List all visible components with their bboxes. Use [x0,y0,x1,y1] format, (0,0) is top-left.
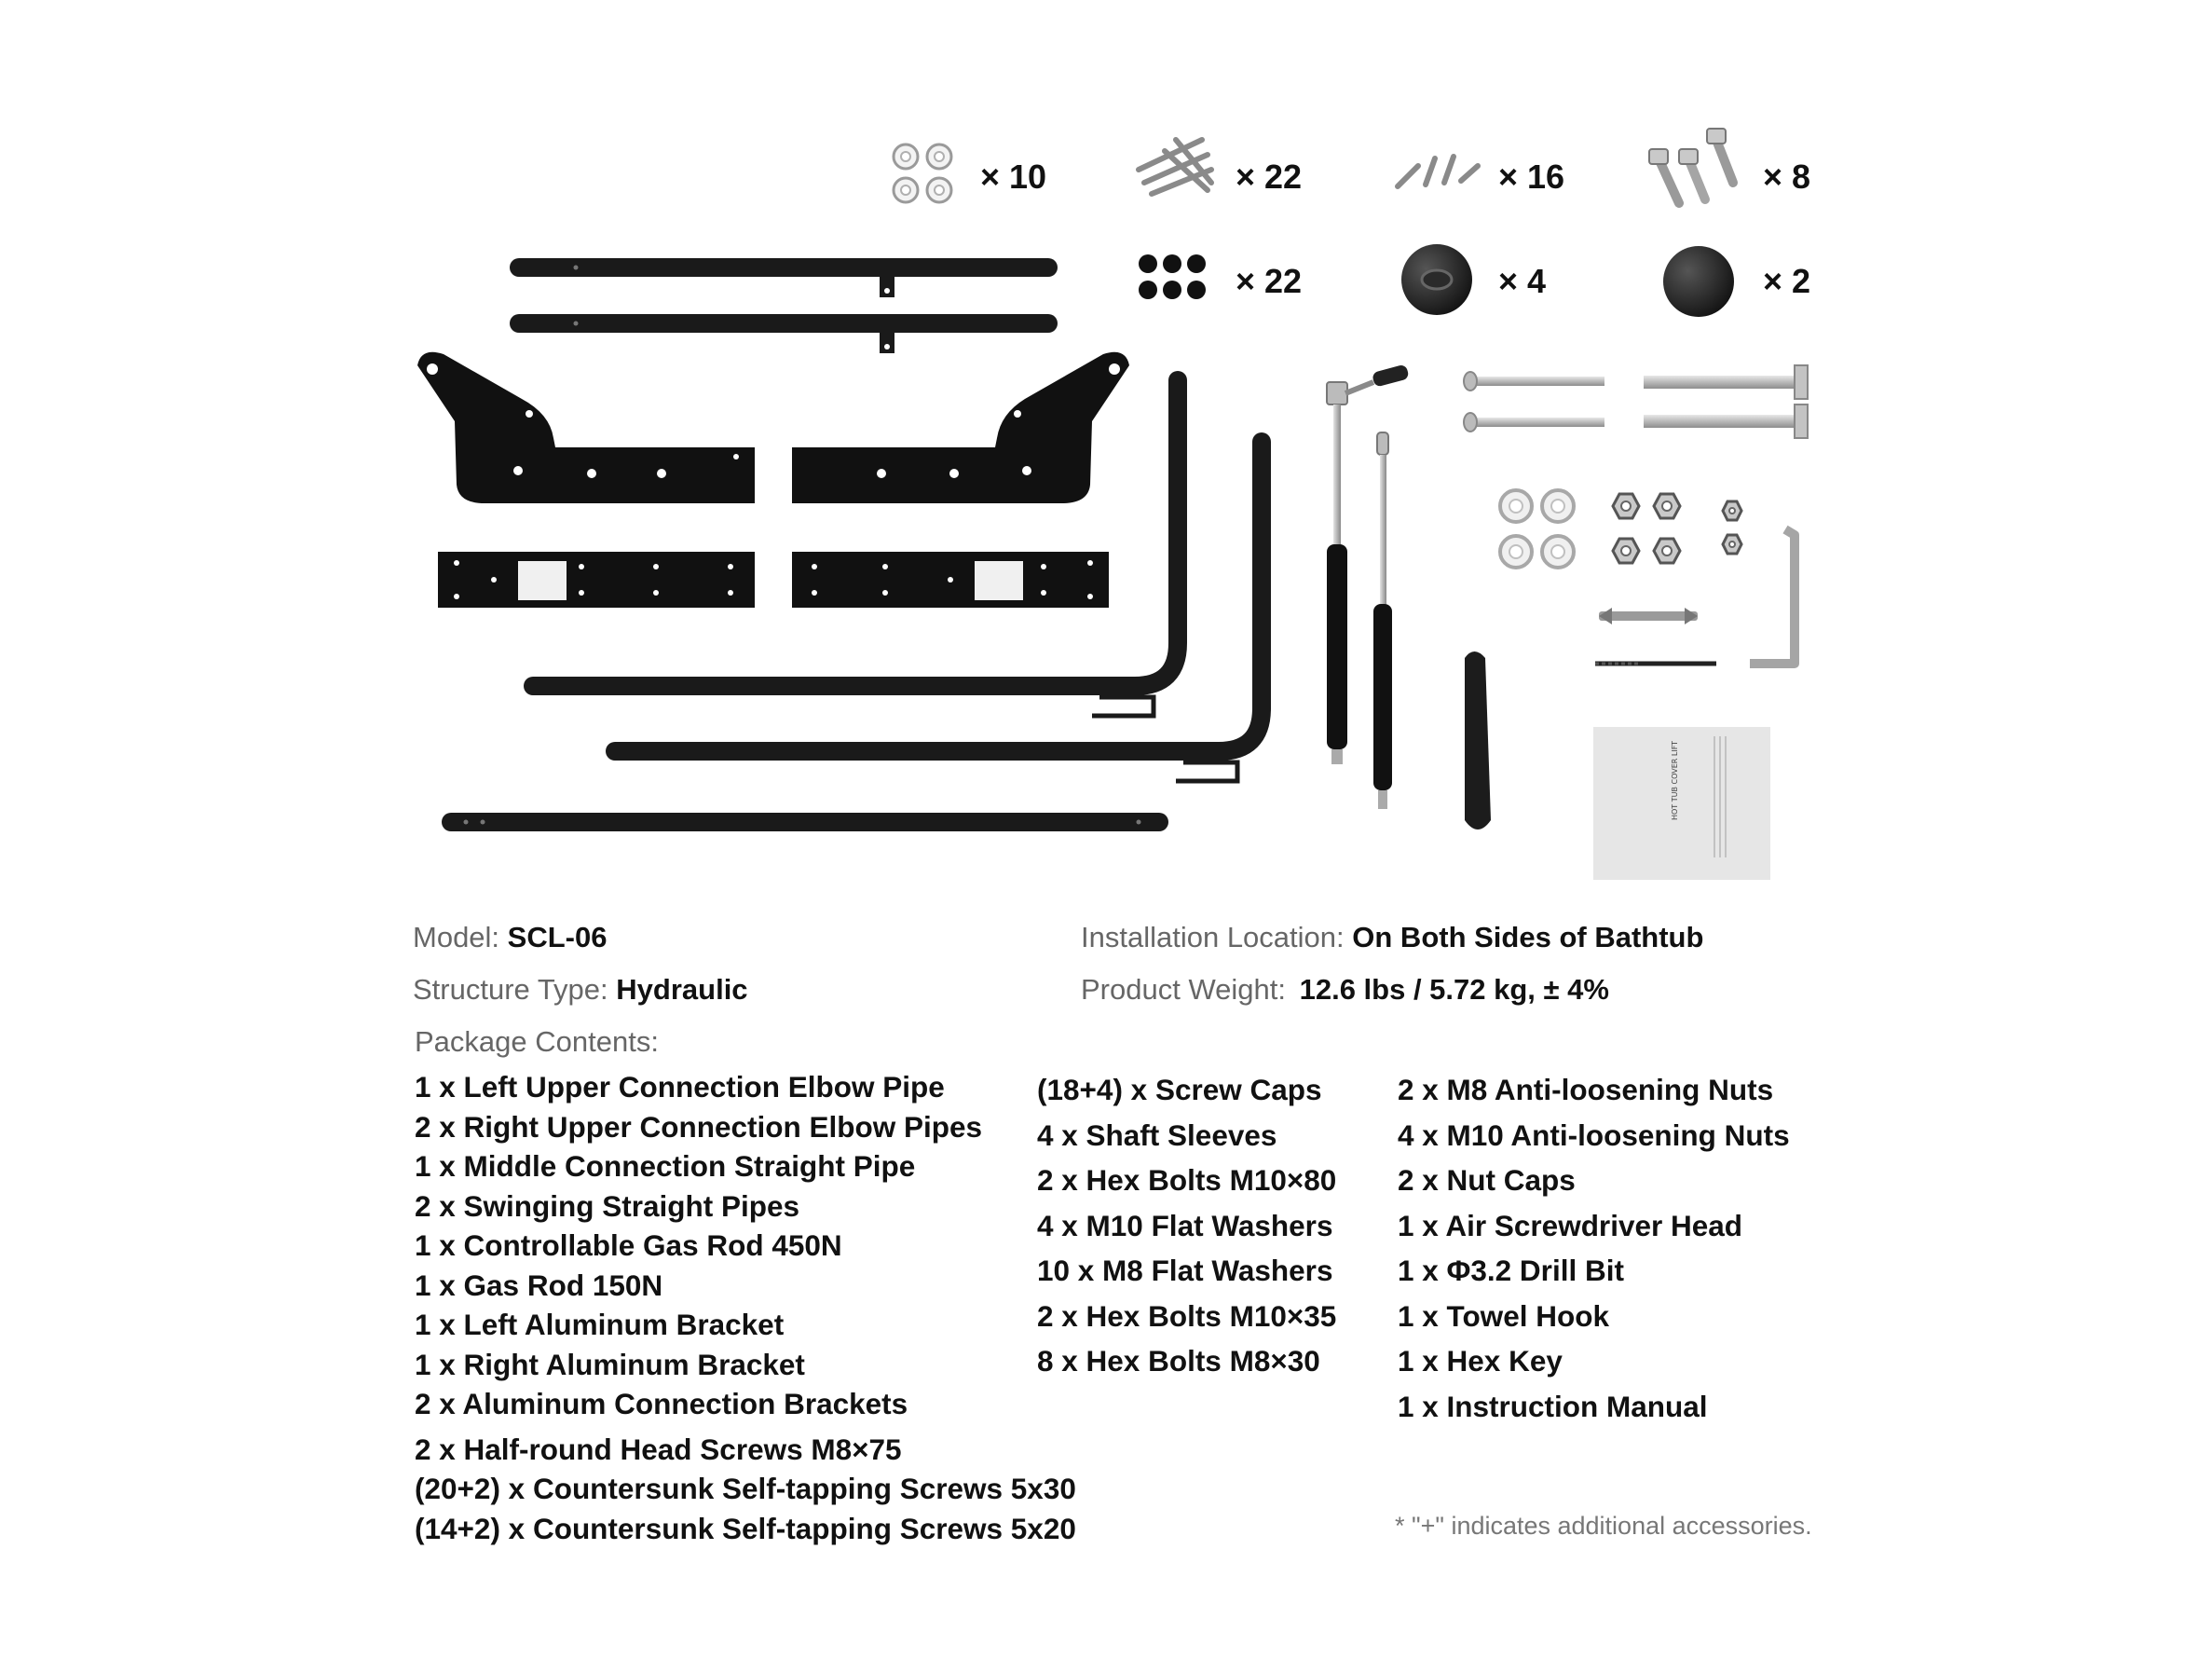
package-item: 10 x M8 Flat Washers [1037,1254,1333,1287]
package-item: 2 x Hex Bolts M10×80 [1037,1163,1337,1197]
package-item: (18+4) x Screw Caps [1037,1073,1322,1106]
package-item: 1 x Gas Rod 150N [415,1268,663,1302]
product-weight-value: 12.6 lbs / 5.72 kg, ± 4% [1299,973,1609,1006]
package-item: 1 x Instruction Manual [1398,1389,1708,1423]
instruction-manual-icon: HOT TUB COVER LIFT [1593,727,1770,880]
package-item: 1 x Right Aluminum Bracket [415,1347,805,1381]
long-screws-icon [1136,137,1214,197]
qty-label-nut-caps: × 2 [1763,262,1810,300]
qty-label-hex-bolts: × 8 [1763,158,1810,196]
qty-label-shaft-sleeves: × 4 [1498,262,1546,300]
package-item: 4 x Shaft Sleeves [1037,1117,1277,1152]
qty-label-screw-caps: × 22 [1236,262,1302,300]
model-value: SCL-06 [507,921,608,953]
package-item: 1 x Φ3.2 Drill Bit [1398,1254,1624,1287]
package-contents-heading: Package Contents: [415,1025,659,1058]
hex-bolts-icon [1654,135,1738,208]
package-item: 4 x M10 Flat Washers [1037,1208,1333,1242]
installation-location-value: On Both Sides of Bathtub [1352,921,1704,953]
package-item: 2 x Swinging Straight Pipes [415,1188,800,1223]
package-item: 1 x Middle Connection Straight Pipe [415,1149,916,1183]
structure-type-label: Structure Type: [413,973,608,1006]
model-spec: Model: SCL-06 [413,921,607,954]
left-aluminum-bracket-icon [417,351,755,503]
half-round-head-screws-icon [1463,371,1604,432]
installation-location-label: Installation Location: [1081,921,1345,953]
qty-label-screws-short: × 16 [1498,158,1564,196]
package-item: 2 x Hex Bolts M10×35 [1037,1298,1337,1333]
screwdriver-head-icon [1599,608,1698,624]
package-item: 1 x Hex Key [1398,1344,1563,1378]
middle-straight-pipe-icon [442,813,1168,831]
model-label: Model: [413,921,500,953]
screw-caps-icon [1139,254,1206,299]
package-item: 2 x Aluminum Connection Brackets [415,1387,908,1420]
swinging-straight-pipes-icon [510,258,1058,353]
structure-type-value: Hydraulic [616,973,748,1006]
package-item: 1 x Left Upper Connection Elbow Pipe [415,1070,945,1104]
hex-key-icon [1750,525,1799,668]
package-item: 2 x Half-round Head Screws M8×75 [415,1432,902,1466]
elbow-pipes-icon [524,371,1271,761]
package-contents-column-3: 2 x M8 Anti-loosening Nuts 4 x M10 Anti-l… [1398,1067,1790,1429]
flat-washers-icon [1498,488,1576,569]
product-weight-label: Product Weight: [1081,973,1286,1006]
package-contents-column-2: (18+4) x Screw Caps 4 x Shaft Sleeves 2 x … [1037,1067,1336,1384]
package-item: 1 x Left Aluminum Bracket [415,1308,785,1341]
parts-illustration: × 10 × 22 × 16 × 8 × 22 × 4 × 2 [417,128,1810,880]
anti-loosening-nuts-icon [1611,492,1743,565]
qty-label-washers-small: × 10 [980,158,1046,196]
long-hex-bolts-icon [1644,364,1809,439]
footnote: * "+" indicates additional accessories. [1395,1512,1812,1540]
package-item: (20+2) x Countersunk Self-tapping Screws… [415,1472,1076,1505]
product-weight-spec: Product Weight: 12.6 lbs / 5.72 kg, ± 4% [1081,973,1609,1007]
right-aluminum-bracket-icon [792,351,1129,503]
gas-rods-icon [1326,365,1409,809]
package-item: 8 x Hex Bolts M8×30 [1037,1344,1320,1378]
package-item: 1 x Controllable Gas Rod 450N [415,1228,842,1262]
manual-cover-text: HOT TUB COVER LIFT [1671,741,1679,820]
package-item: 4 x M10 Anti-loosening Nuts [1398,1117,1790,1152]
shaft-sleeve-icon [1401,244,1472,315]
package-item: 2 x Nut Caps [1398,1163,1576,1197]
package-contents-column-1: 1 x Left Upper Connection Elbow Pipe 2 x … [415,1067,1076,1548]
structure-type-spec: Structure Type: Hydraulic [413,973,748,1007]
qty-label-screws-long: × 22 [1236,158,1302,196]
nut-cap-icon [1663,246,1734,317]
package-item: 1 x Towel Hook [1398,1298,1609,1333]
aluminum-connection-brackets-icon [438,552,1109,608]
package-item: (14+2) x Countersunk Self-tapping Screws… [415,1511,1076,1545]
short-screws-icon [1395,154,1481,189]
package-item: 2 x M8 Anti-loosening Nuts [1398,1073,1774,1106]
small-washers-icon [892,143,953,204]
towel-hook-icon [1465,651,1491,830]
package-item: 1 x Air Screwdriver Head [1398,1208,1743,1242]
installation-location-spec: Installation Location: On Both Sides of … [1081,921,1703,954]
package-item: 2 x Right Upper Connection Elbow Pipes [415,1109,983,1144]
